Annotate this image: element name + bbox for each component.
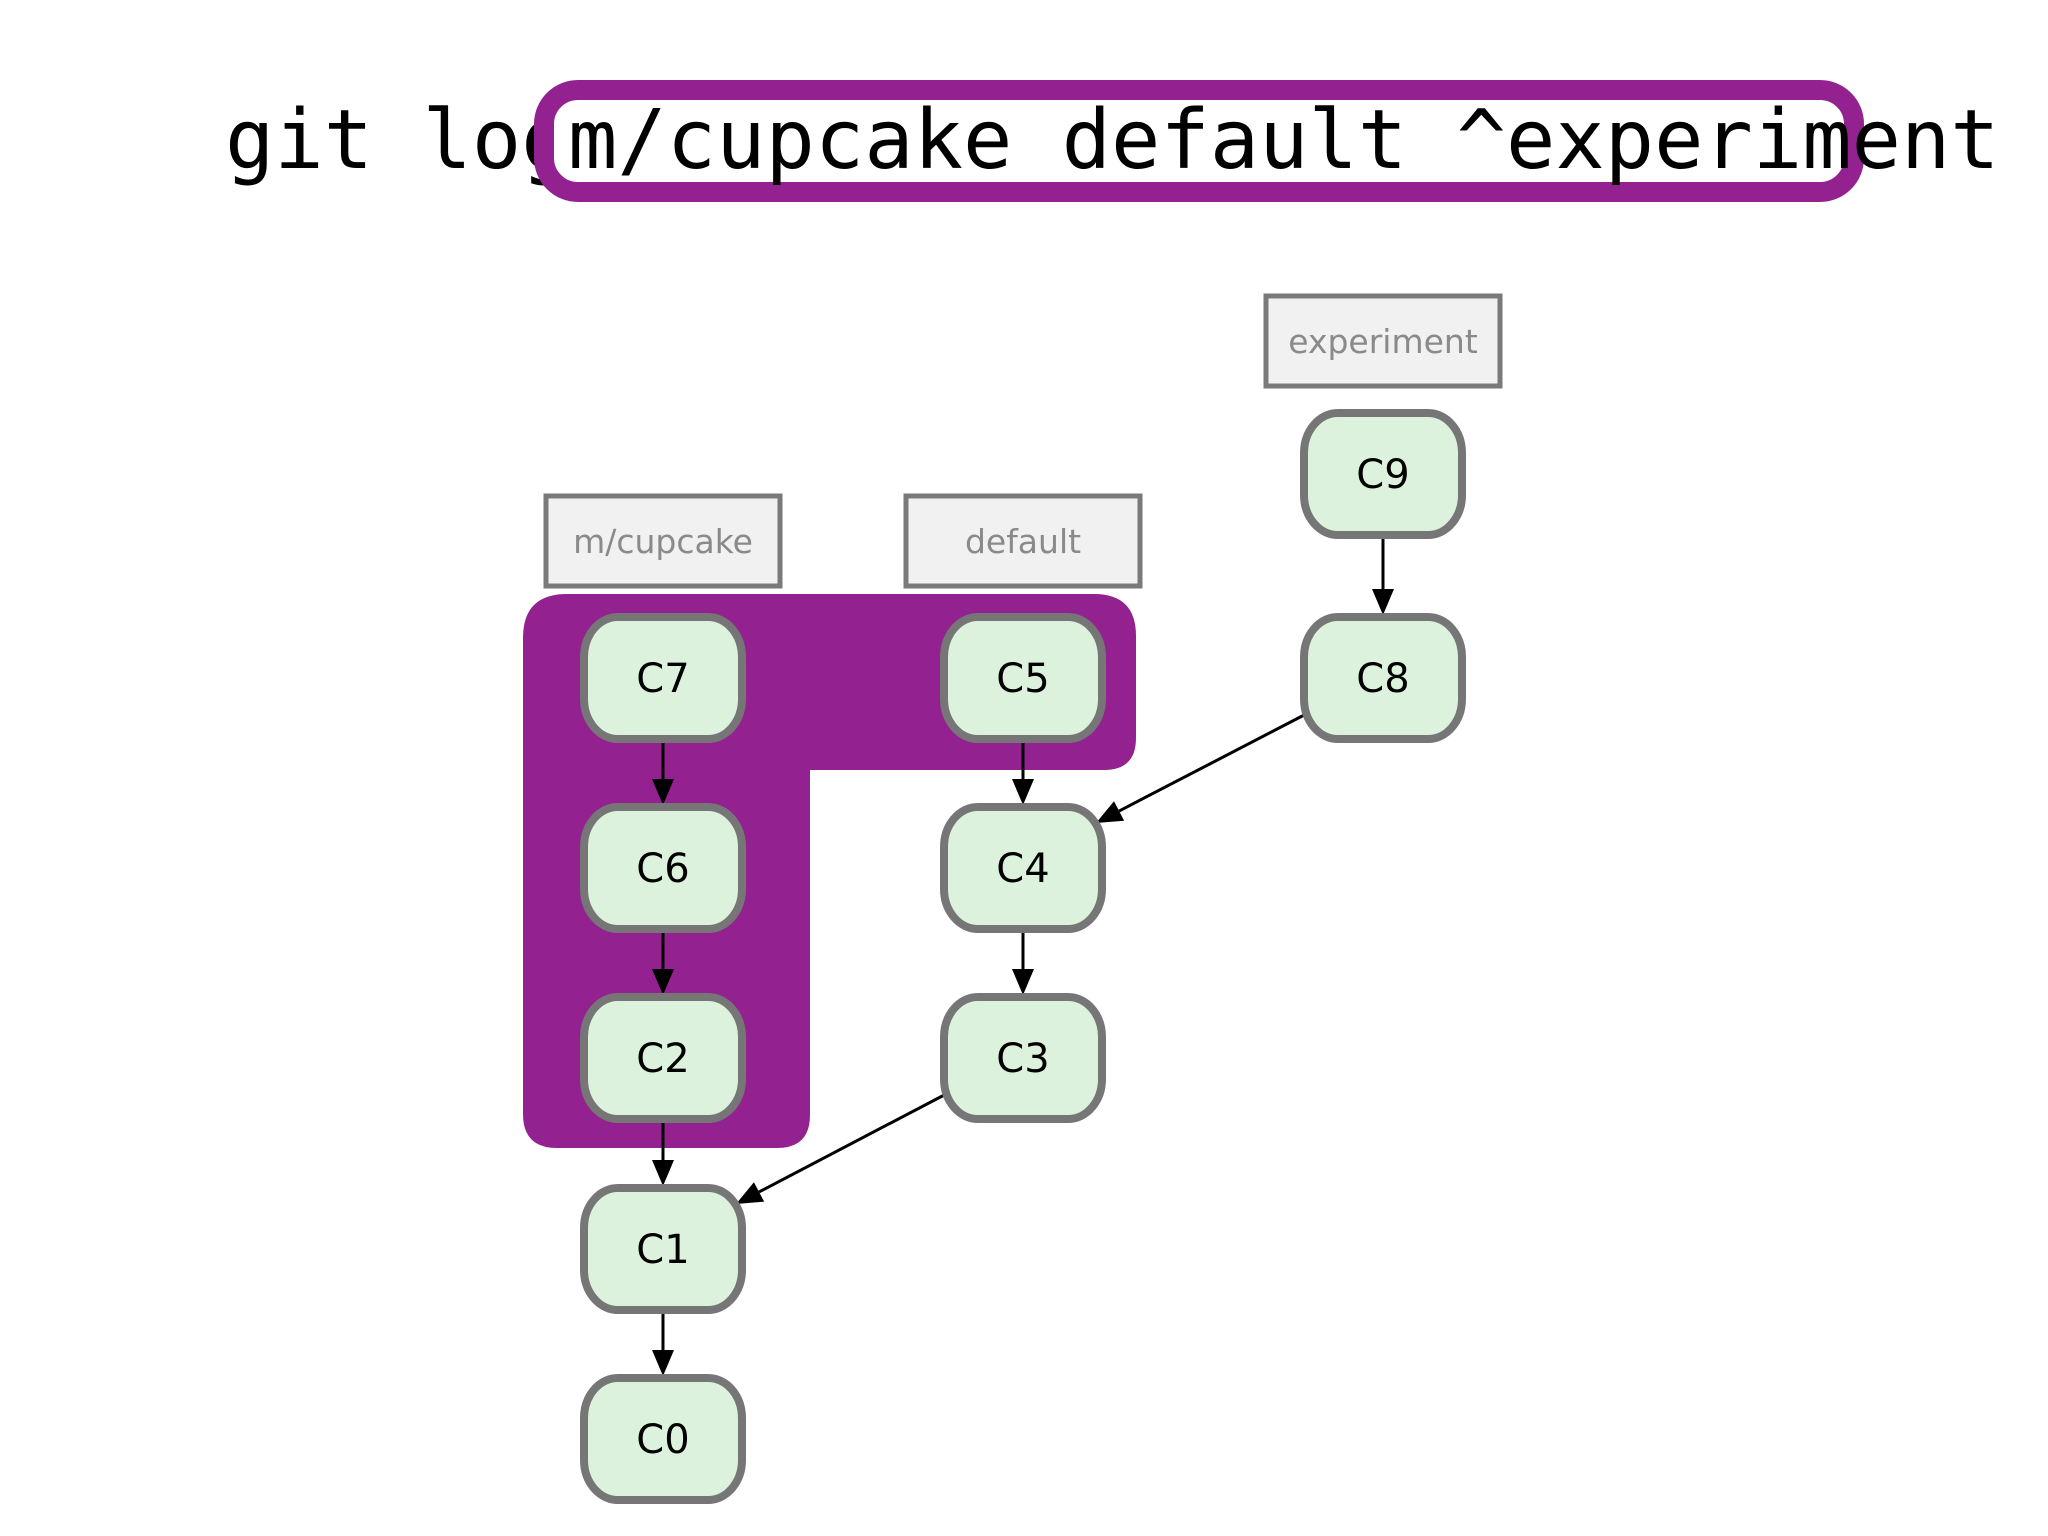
commit-label: C5 — [996, 656, 1049, 702]
edge-c4-to-c3 — [1012, 929, 1034, 995]
branch-label-text: default — [965, 522, 1081, 561]
commit-edges — [652, 535, 1394, 1376]
edge-arrowhead — [652, 969, 674, 995]
branch-label-text: m/cupcake — [573, 522, 753, 561]
commit-node-C8[interactable]: C8 — [1300, 613, 1466, 743]
commit-label: C4 — [996, 846, 1049, 892]
commit-label: C2 — [636, 1036, 689, 1082]
commit-node-C2[interactable]: C2 — [580, 993, 746, 1123]
command-highlight-box — [534, 80, 1864, 202]
edge-arrowhead — [736, 1182, 765, 1204]
commit-node-C6[interactable]: C6 — [580, 803, 746, 933]
edge-arrowhead — [1012, 779, 1034, 805]
edge-arrowhead — [652, 1160, 674, 1186]
commit-node-C0[interactable]: C0 — [580, 1374, 746, 1504]
branch-label-mcupcake[interactable]: m/cupcake — [543, 493, 783, 589]
edge-c6-to-c2 — [652, 929, 674, 995]
commit-label: C7 — [636, 656, 689, 702]
edge-arrowhead — [652, 1350, 674, 1376]
edge-c7-to-c6 — [652, 739, 674, 805]
commit-node-C4[interactable]: C4 — [940, 803, 1106, 933]
edge-c3-to-c1 — [736, 1091, 949, 1204]
edge-arrowhead — [1012, 969, 1034, 995]
command-args: m/cupcake default ^experiment — [568, 93, 2000, 188]
branch-label-default[interactable]: default — [903, 493, 1143, 589]
command-line: git log m/cupcake default ^experiment — [225, 80, 2000, 202]
edge-c8-to-c4 — [1096, 711, 1309, 823]
edge-c9-to-c8 — [1372, 535, 1394, 615]
commit-label: C9 — [1356, 452, 1409, 498]
edge-c2-to-c1 — [652, 1119, 674, 1186]
branch-labels: m/cupcake default experiment — [543, 293, 1503, 589]
commit-label: C6 — [636, 846, 689, 892]
commit-nodes: C7 C6 C2 C1 C0 C5 C4 C3 — [580, 409, 1466, 1504]
branch-label-text: experiment — [1288, 322, 1478, 361]
commit-label: C0 — [636, 1417, 689, 1463]
commit-node-C3[interactable]: C3 — [940, 993, 1106, 1123]
edge-arrowhead — [652, 779, 674, 805]
edge-arrowhead — [1372, 589, 1394, 615]
edge-c5-to-c4 — [1012, 739, 1034, 805]
commit-node-C5[interactable]: C5 — [940, 613, 1106, 743]
edge-c1-to-c0 — [652, 1310, 674, 1376]
commit-label: C3 — [996, 1036, 1049, 1082]
commit-label: C1 — [636, 1227, 689, 1273]
command-prefix: git log — [225, 93, 571, 188]
commit-node-C9[interactable]: C9 — [1300, 409, 1466, 539]
commit-node-C7[interactable]: C7 — [580, 613, 746, 743]
branch-label-experiment[interactable]: experiment — [1263, 293, 1503, 389]
edge-arrowhead — [1096, 801, 1125, 823]
edge-line — [1118, 711, 1309, 813]
commit-label: C8 — [1356, 656, 1409, 702]
edge-line — [758, 1091, 949, 1194]
commit-node-C1[interactable]: C1 — [580, 1184, 746, 1314]
